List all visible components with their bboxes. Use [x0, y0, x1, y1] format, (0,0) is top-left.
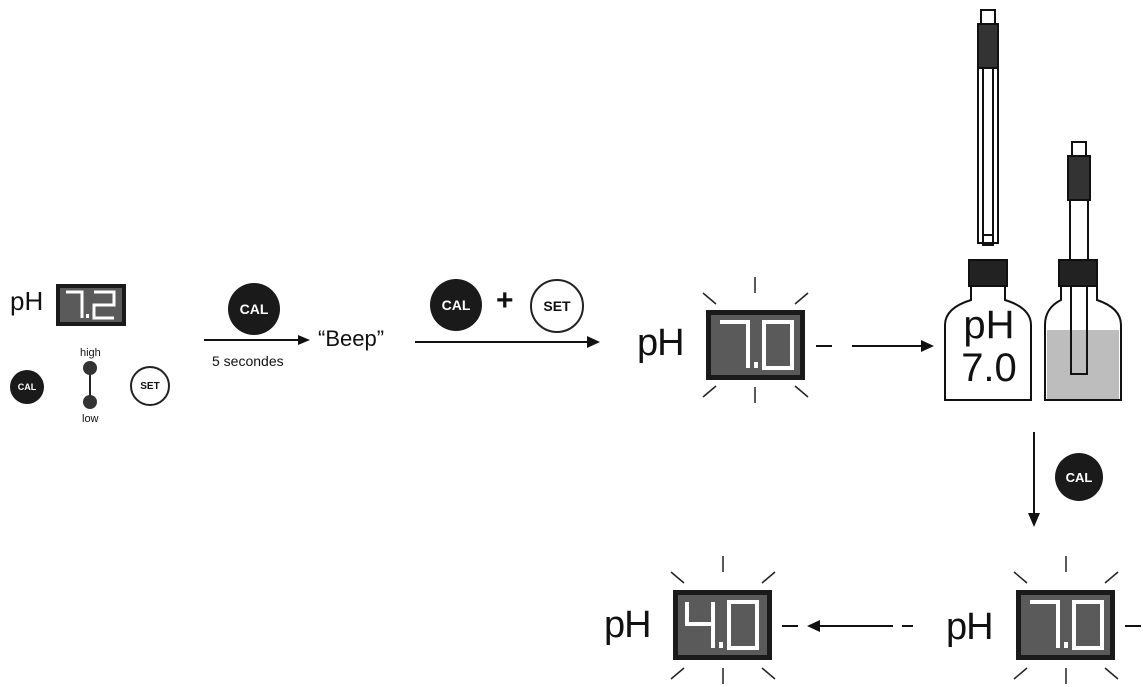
display-digits: [1030, 600, 1104, 650]
display-digits: [685, 600, 759, 650]
display-digits: [720, 320, 794, 370]
led-low-icon: [83, 395, 97, 409]
blink-rays: [670, 556, 776, 684]
blink-rays: [1013, 556, 1119, 684]
electrode-probe-icon: [1067, 141, 1091, 263]
blink-rays: [702, 277, 809, 403]
cal-button[interactable]: CAL: [1055, 453, 1103, 501]
bottle-value-label: 7.0: [961, 346, 1017, 390]
display-digits: [66, 290, 116, 320]
bottle-ph-label: pH: [963, 303, 1015, 347]
cal-button[interactable]: CAL: [430, 279, 482, 331]
led-low-label: low: [82, 413, 99, 425]
ph-label: pH: [604, 604, 652, 646]
set-button[interactable]: SET: [130, 366, 170, 406]
duration-label: 5 secondes: [212, 353, 284, 369]
set-button[interactable]: SET: [530, 279, 584, 333]
led-high-icon: [83, 361, 97, 375]
plus-sign: +: [496, 284, 514, 317]
led-high-label: high: [80, 347, 101, 359]
buffer-bottle-filled-icon: [1044, 259, 1122, 401]
ph-label: pH: [946, 606, 994, 648]
cal-button[interactable]: CAL: [10, 370, 44, 404]
buffer-bottle-icon: [944, 259, 1032, 401]
electrode-probe-icon: [977, 9, 999, 246]
cal-button[interactable]: CAL: [228, 283, 280, 335]
ph-label: pH: [637, 322, 685, 364]
beep-label: “Beep”: [318, 326, 385, 351]
ph-label: pH: [10, 286, 44, 316]
